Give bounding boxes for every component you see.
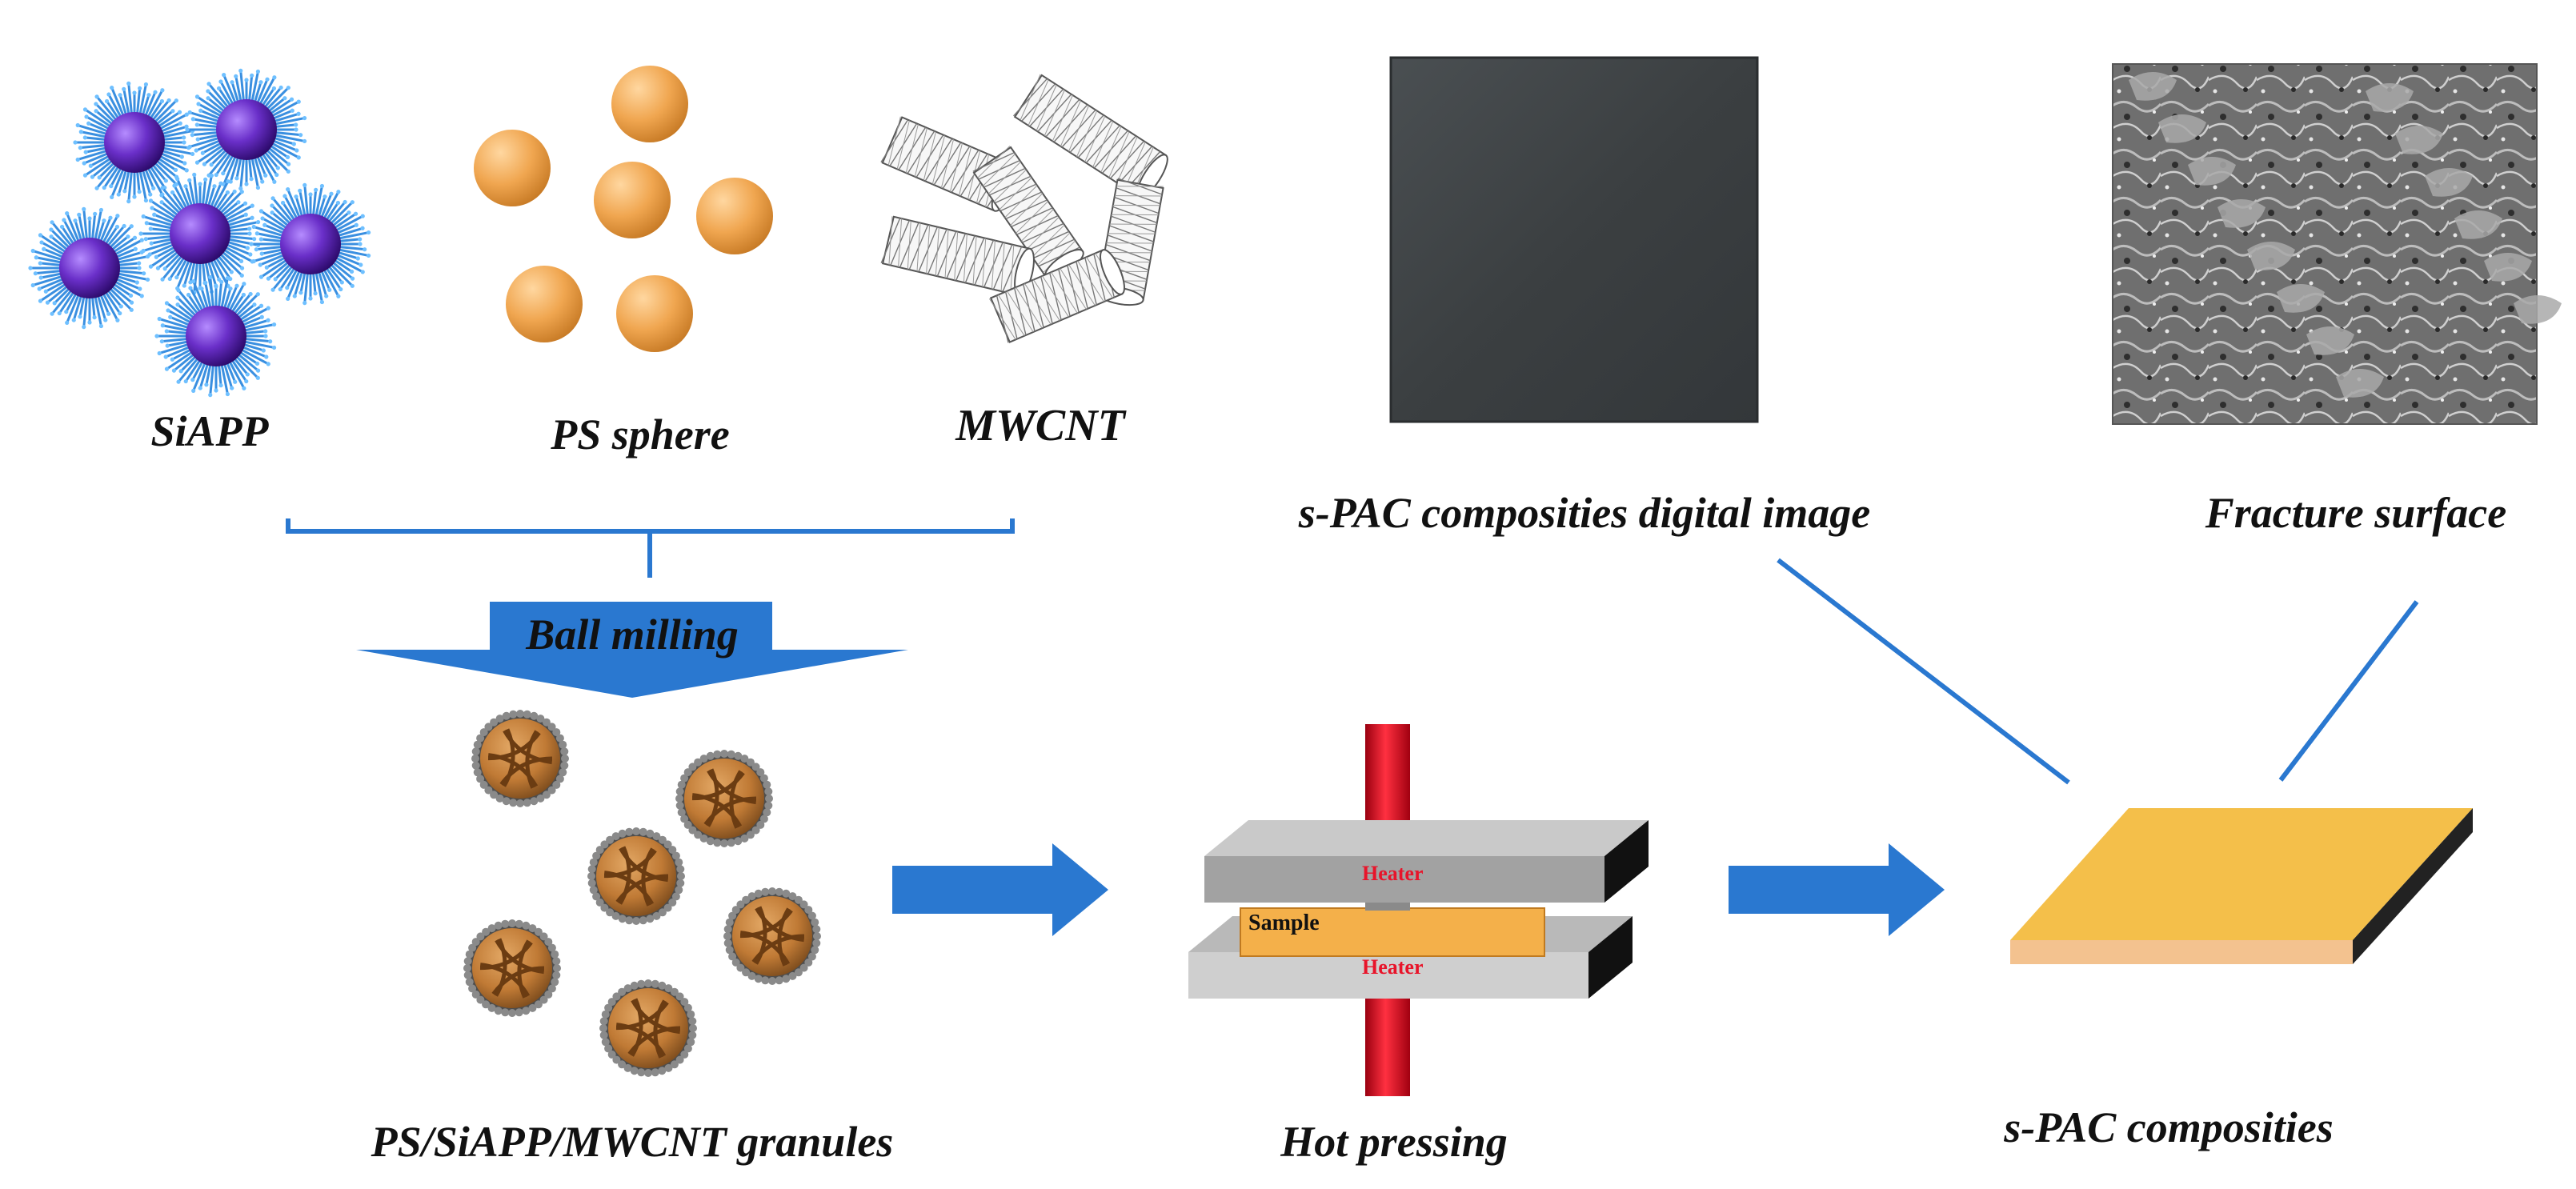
connector-digital-image — [1777, 558, 2070, 785]
photo-panels — [1389, 56, 2562, 425]
sem-flake — [2129, 72, 2177, 101]
arrow-to-hot-pressing — [892, 843, 1108, 936]
sem-flake — [2425, 168, 2473, 197]
connector-lines — [1777, 558, 2419, 785]
ps-sphere — [474, 130, 551, 206]
siapp-particle — [185, 68, 307, 191]
top-plate-front — [1204, 856, 1604, 903]
carbon-nanotube — [880, 215, 1035, 297]
ps-spheres — [474, 66, 773, 352]
slab-top — [2010, 808, 2473, 940]
sem-flake — [2366, 83, 2414, 112]
mwcnt-tubes — [880, 74, 1168, 343]
bottom-plate-side — [1588, 916, 1633, 999]
ps-sphere — [611, 66, 688, 142]
siapp-particles — [28, 68, 371, 398]
sem-flake — [2336, 369, 2384, 398]
digital-image-label: s-PAC composities digital image — [1298, 489, 1871, 537]
siapp-label: SiAPP — [150, 407, 269, 455]
granules-cluster — [463, 710, 821, 1077]
gap-shadow — [1365, 903, 1410, 911]
connector-fracture-surface — [2278, 600, 2419, 782]
ball-milling-arrow — [356, 602, 908, 698]
composites-label: s-PAC composities — [2004, 1103, 2334, 1151]
ps-sphere — [506, 266, 583, 342]
composite-slab — [2010, 808, 2473, 964]
granule — [587, 827, 685, 925]
bracket-line — [286, 518, 1015, 534]
sem-flake — [2277, 284, 2325, 313]
merge-bracket — [286, 518, 1015, 578]
slab-front — [2010, 940, 2353, 964]
granule — [599, 979, 697, 1077]
bottom-plate-front — [1188, 952, 1588, 999]
heater-rod-top — [1365, 724, 1410, 836]
hot-pressing-label: Hot pressing — [1280, 1118, 1508, 1166]
sem-flake — [2188, 157, 2236, 186]
heater-rod-bottom — [1365, 992, 1410, 1096]
sample-label: Sample — [1248, 911, 1320, 935]
sem-flake — [2454, 210, 2502, 239]
ps-sphere-label: PS sphere — [551, 410, 730, 458]
digital-image-photo — [1391, 58, 1757, 422]
granules-label: PS/SiAPP/MWCNT granules — [371, 1118, 894, 1166]
arrow-to-composites — [1729, 843, 1945, 936]
ps-sphere — [594, 162, 671, 238]
fracture-surface-label: Fracture surface — [2205, 489, 2507, 537]
sem-flake — [2514, 295, 2562, 324]
granule — [463, 919, 561, 1017]
siapp-particle — [154, 274, 277, 398]
top-plate-side — [1604, 820, 1649, 903]
carbon-nanotube — [1012, 74, 1168, 198]
granule — [675, 750, 773, 847]
granule — [471, 710, 569, 807]
sem-flake — [2306, 326, 2354, 355]
siapp-particle — [28, 206, 150, 330]
ps-sphere — [696, 178, 773, 254]
siapp-particle — [249, 182, 371, 306]
digital-image-border — [1389, 56, 1759, 423]
ps-sphere — [616, 275, 693, 352]
siapp-particle — [138, 172, 261, 295]
hot-press-apparatus — [1188, 724, 1649, 1096]
sem-flake — [2484, 253, 2532, 282]
sem-flake — [2247, 242, 2295, 270]
process-arrows — [892, 843, 1945, 936]
siapp-particle — [73, 81, 195, 204]
sem-flake — [2158, 114, 2206, 143]
top-plate-top — [1204, 820, 1649, 856]
sem-flake — [2217, 199, 2266, 228]
ball-milling-arrow-shape — [356, 602, 908, 698]
heater-bottom-label: Heater — [1362, 955, 1424, 979]
mwcnt-label: MWCNT — [955, 401, 1125, 450]
sem-flake — [2395, 126, 2443, 154]
carbon-nanotube — [988, 249, 1125, 343]
fracture-surface-border — [2112, 63, 2538, 425]
slab-side — [2353, 808, 2473, 964]
heater-top-label: Heater — [1362, 862, 1424, 885]
ball-milling-label: Ball milling — [526, 611, 739, 659]
granule — [723, 887, 821, 985]
